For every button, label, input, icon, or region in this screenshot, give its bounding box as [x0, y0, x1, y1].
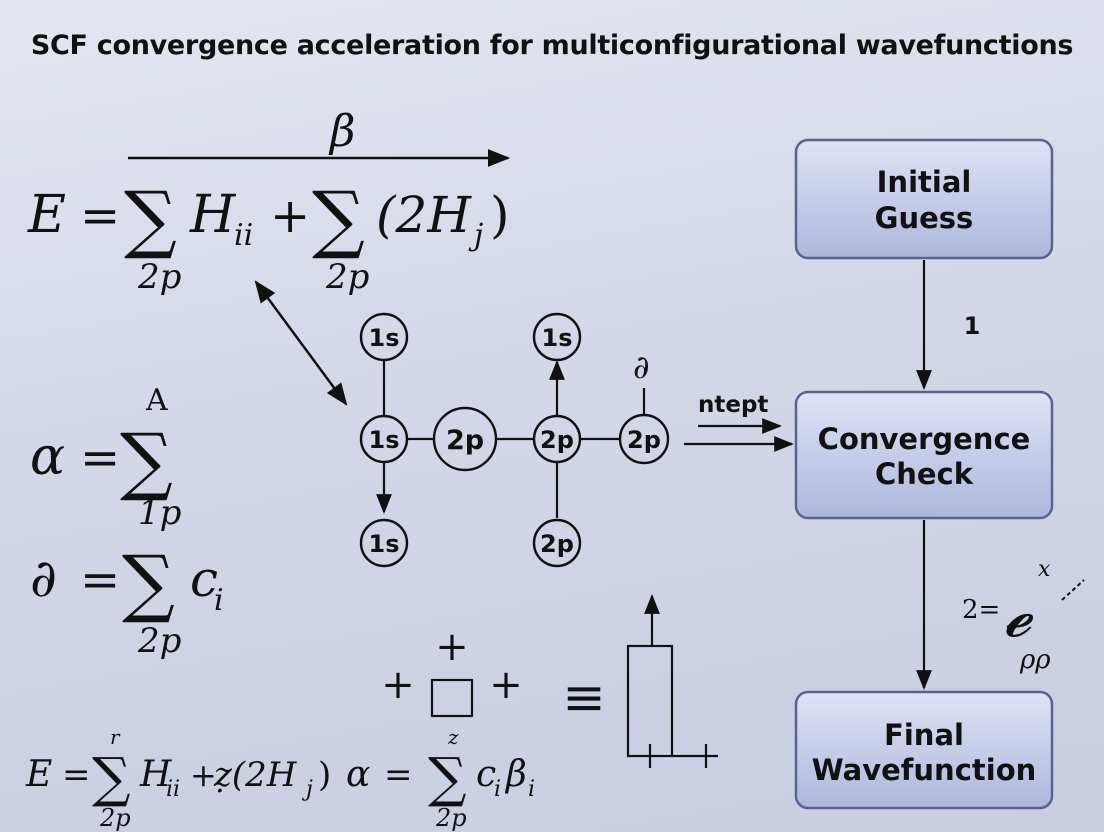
- bottom-energy-sigma: ∑: [92, 746, 131, 809]
- orbital-node: 2p: [532, 414, 582, 464]
- orbital-node: 1s: [359, 518, 409, 568]
- orbital-node: 1s: [359, 414, 409, 464]
- energy-sigma-2: ∑: [312, 176, 365, 262]
- bracket-rect: [626, 644, 674, 758]
- initial-guess-line2: Guess: [875, 201, 974, 235]
- diagonal-link-arrow: [254, 280, 348, 406]
- bracket-symbol: [626, 594, 718, 768]
- bottom-energy-h: H: [139, 754, 172, 795]
- delta-i-subscript: i: [214, 583, 224, 618]
- bottom-alpha-beta: β: [504, 754, 527, 795]
- orbital-node: 2p: [532, 518, 582, 568]
- plus-top: +: [435, 624, 469, 670]
- plus-box-symbol: + + + ≡: [381, 624, 606, 728]
- orbital-label: 2p: [446, 425, 484, 456]
- bottom-energy-close: ): [318, 755, 331, 795]
- bottom-energy-upper: r: [110, 725, 121, 749]
- bottom-energy-lower: 2p: [99, 804, 131, 832]
- plus-right: +: [489, 662, 523, 708]
- delta-equals: =: [80, 552, 120, 608]
- plus-left: +: [381, 662, 415, 708]
- bottom-alpha-equation: α = z ∑ 2p c i β i: [346, 725, 535, 832]
- orbital-node: 1s: [359, 312, 409, 362]
- bottom-energy-equals: =: [62, 755, 91, 795]
- orbital-diagram: ∂ 1s 1s 1s 2p 2p 2p 1s: [359, 312, 794, 568]
- energy-sigma-1: ∑: [124, 176, 177, 262]
- energy-lhs: E: [27, 185, 66, 245]
- square-symbol: [430, 678, 474, 718]
- orbital-label: 2p: [540, 426, 574, 454]
- alpha-lhs: α: [30, 427, 65, 487]
- energy-equation: β E = ∑ H ii + ∑ (2H j ) 2p 2p: [27, 106, 511, 297]
- side-expression: 2= 𝓮 x ρρ: [962, 557, 1085, 675]
- convergence-check-line1: Convergence: [818, 422, 1031, 456]
- orbital-label: 1s: [369, 324, 400, 352]
- orbital-label: 2p: [540, 530, 574, 558]
- side-expr-lower: ρρ: [1019, 645, 1051, 675]
- initial-guess-line1: Initial: [877, 165, 972, 199]
- page-title: SCF convergence acceleration for multico…: [30, 30, 1074, 61]
- alpha-equation: α = ∑ A 1p: [30, 383, 181, 533]
- side-expr-upper: x: [1038, 557, 1051, 582]
- final-wavefunction-line2: Wavefunction: [812, 753, 1037, 787]
- initial-guess-box: Initial Guess: [794, 138, 1054, 260]
- energy-h-subscript: ii: [234, 218, 253, 253]
- bottom-energy-h-sub: ii: [166, 777, 180, 802]
- partial-label: ∂: [633, 348, 650, 386]
- bottom-energy-j-sub: j: [301, 777, 313, 802]
- delta-lower-limit: 2p: [137, 621, 181, 661]
- energy-plus: +: [270, 188, 310, 244]
- bottom-alpha-c: c: [476, 754, 496, 795]
- bottom-alpha-beta-sub: i: [528, 777, 535, 802]
- final-wavefunction-line1: Final: [884, 718, 964, 752]
- energy-lower-limit-2: 2p: [325, 257, 369, 297]
- orbital-label: 1s: [369, 530, 400, 558]
- side-expr-prefix: 2=: [962, 595, 1000, 625]
- alpha-lower-limit: 1p: [138, 493, 181, 533]
- bottom-alpha-lhs: α: [346, 754, 370, 795]
- beta-symbol: β: [328, 106, 355, 157]
- side-expr-dash: [1061, 579, 1085, 601]
- delta-sigma: ∑: [122, 540, 175, 626]
- bottom-energy-plus: +: [190, 756, 217, 794]
- convergence-check-box: Convergence Check: [794, 390, 1054, 520]
- orbital-label: 2p: [627, 426, 661, 454]
- energy-equals: =: [80, 188, 120, 244]
- bottom-energy-mid: ẓ(2H: [213, 755, 298, 795]
- orbital-node: 2p: [618, 413, 670, 465]
- bottom-alpha-c-sub: i: [494, 777, 501, 802]
- convergence-check-line2: Check: [875, 457, 974, 491]
- bottom-alpha-lower: 2p: [435, 804, 467, 832]
- orbital-node: 2p: [432, 406, 498, 472]
- energy-close-paren: ): [490, 186, 510, 244]
- orbital-node: 1s: [532, 312, 582, 362]
- bottom-energy-lhs: E: [25, 754, 52, 795]
- alpha-upper-limit: A: [145, 383, 168, 418]
- edge-label-1: 1: [964, 312, 981, 340]
- alpha-sigma: ∑: [120, 418, 173, 504]
- delta-lhs: ∂: [30, 549, 57, 609]
- bottom-alpha-sigma: ∑: [428, 746, 467, 809]
- energy-2h-term: (2H: [376, 186, 472, 244]
- delta-c-term: c: [190, 550, 218, 608]
- alpha-equals: =: [80, 430, 120, 486]
- flowchart: Initial Guess 1 Convergence Check 2= 𝓮 x…: [794, 138, 1085, 810]
- delta-equation: ∂ = ∑ c i 2p: [30, 540, 224, 661]
- ntept-label: ntept: [698, 392, 768, 418]
- bottom-energy-equation: E = r ∑ 2p H ii + ẓ(2H j ): [25, 725, 331, 832]
- orbital-label: 1s: [369, 426, 400, 454]
- energy-lower-limit-1: 2p: [137, 257, 181, 297]
- bottom-alpha-equals: =: [384, 755, 413, 795]
- energy-h-term: H: [189, 185, 237, 245]
- final-wavefunction-box: Final Wavefunction: [794, 690, 1054, 810]
- bottom-alpha-upper: z: [447, 725, 459, 749]
- side-expr-symbol: 𝓮: [1004, 578, 1035, 651]
- equiv-symbol: ≡: [562, 668, 606, 728]
- orbital-label: 1s: [542, 324, 573, 352]
